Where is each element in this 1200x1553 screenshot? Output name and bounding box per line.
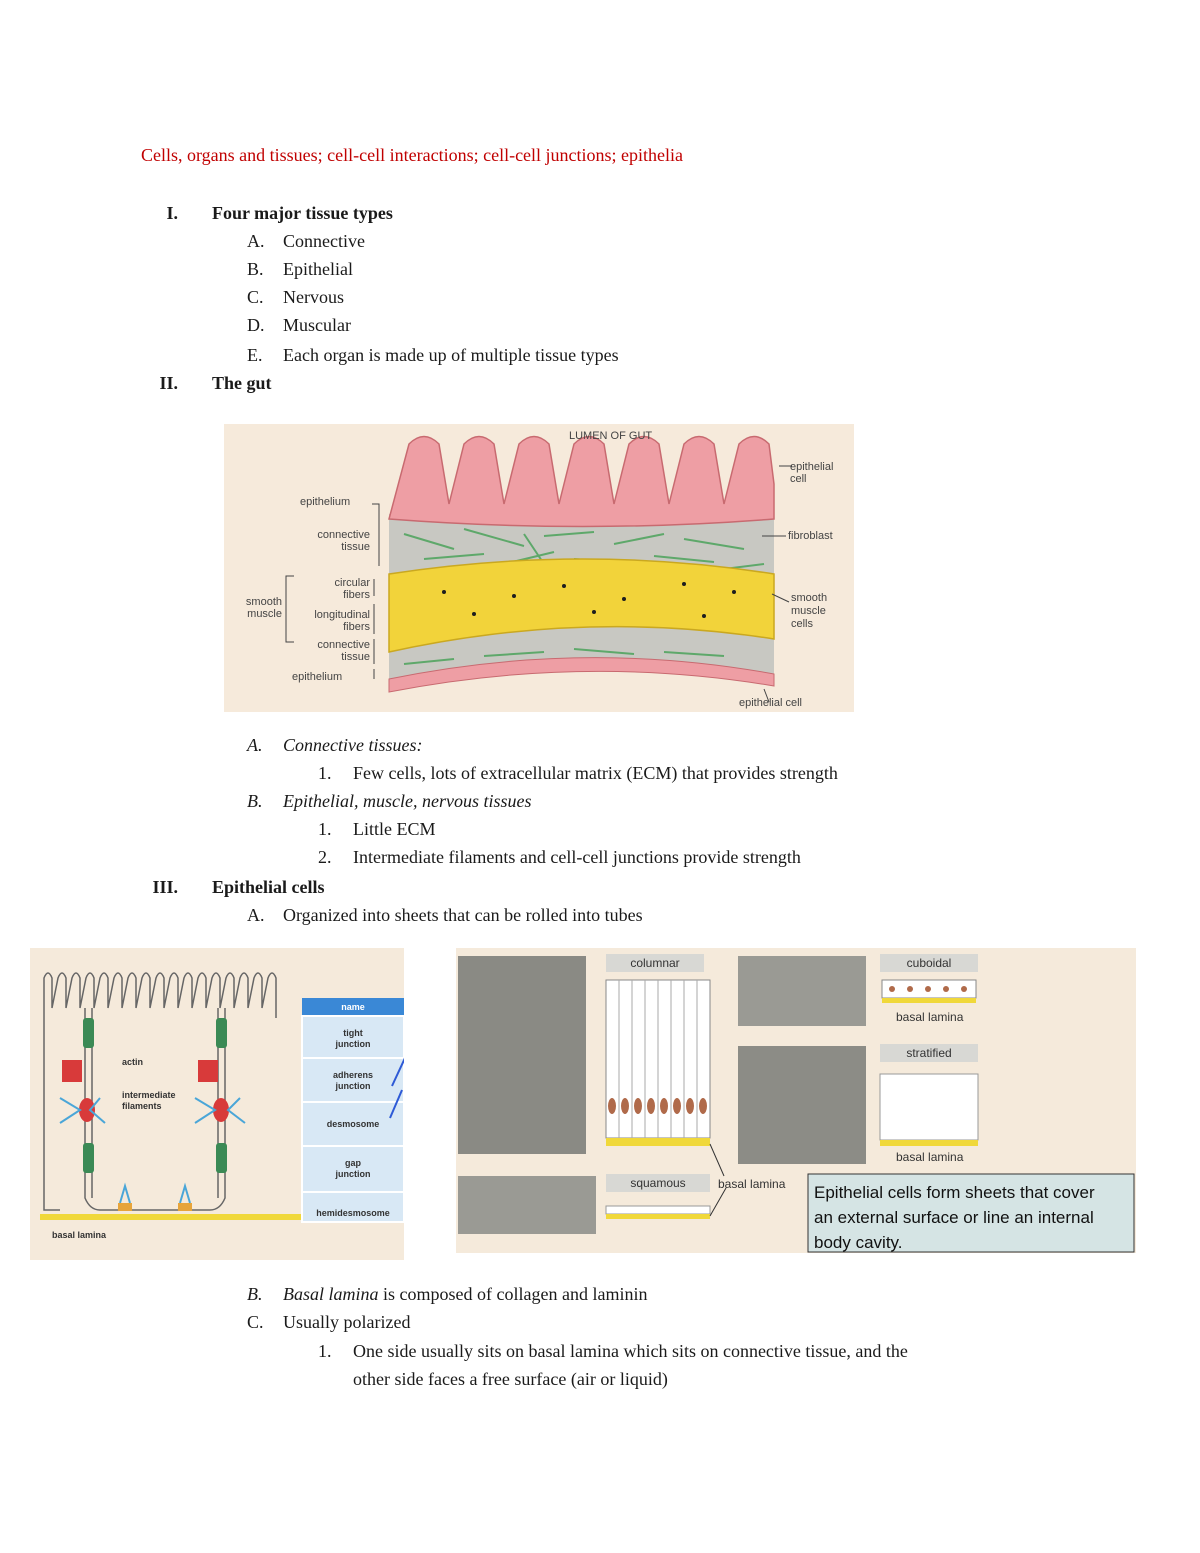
list-item: Connective	[283, 231, 365, 251]
label-squamous: squamous	[630, 1176, 686, 1190]
table-header: name	[341, 1002, 365, 1012]
list-item: Each organ is made up of multiple tissue…	[283, 345, 619, 365]
label-columnar: columnar	[630, 956, 680, 970]
label-actin: actin	[122, 1057, 144, 1067]
gut-diagram	[285, 435, 792, 703]
table-row: hemidesmosome	[316, 1208, 390, 1218]
list-letter: A.	[247, 905, 265, 925]
lumen-label: LUMEN OF GUT	[569, 430, 653, 442]
section-heading: Epithelial cells	[212, 877, 325, 897]
list-letter: B.	[247, 791, 263, 811]
section-heading: The gut	[212, 373, 272, 393]
label-epithelium-top: epithelium	[300, 496, 351, 508]
label-epithelial-cell-bottom: epithelial cell	[739, 697, 802, 709]
epithelial-types-figure: columnar cuboidal basal lamina stratifie…	[456, 948, 1136, 1253]
list-number: 1.	[318, 763, 332, 783]
list-letter: C.	[247, 287, 264, 307]
list-item: Muscular	[283, 315, 351, 335]
epithelial-diagram	[458, 954, 1135, 1253]
list-letter: A.	[247, 735, 263, 755]
list-item: Usually polarized	[283, 1312, 411, 1332]
list-item: One side usually sits on basal lamina wh…	[353, 1341, 908, 1361]
section-numeral: I.	[166, 203, 178, 223]
list-letter: A.	[247, 231, 265, 251]
list-item: Epithelial, muscle, nervous tissues	[283, 791, 532, 811]
list-letter: B.	[247, 259, 264, 279]
list-number: 2.	[318, 847, 332, 867]
list-item: Intermediate filaments and cell-cell jun…	[353, 847, 801, 867]
list-number: 1.	[318, 1341, 332, 1361]
section-numeral: II.	[159, 373, 178, 393]
list-item: Epithelial	[283, 259, 353, 279]
list-item: Organized into sheets that can be rolled…	[283, 905, 643, 925]
label-epithelium-bottom: epithelium	[292, 671, 343, 683]
page-title: Cells, organs and tissues; cell-cell int…	[141, 145, 684, 165]
label-cuboidal: cuboidal	[906, 956, 952, 970]
list-letter: D.	[247, 315, 265, 335]
list-item: Basal lamina is composed of collagen and…	[283, 1284, 648, 1304]
table-row: desmosome	[326, 1119, 380, 1129]
list-letter: E.	[247, 345, 263, 365]
list-item: Connective tissues:	[283, 735, 423, 755]
label-basal-lamina-columnar: basal lamina	[718, 1177, 786, 1191]
list-item: Few cells, lots of extracellular matrix …	[353, 763, 838, 783]
list-item: other side faces a free surface (air or …	[353, 1369, 668, 1389]
section-numeral: III.	[152, 877, 178, 897]
list-item: Little ECM	[353, 819, 436, 839]
list-letter: B.	[247, 1284, 263, 1304]
list-item: Nervous	[283, 287, 344, 307]
junction-diagram	[40, 972, 404, 1223]
label-fibroblast: fibroblast	[788, 530, 833, 542]
label-basal-lamina: basal lamina	[52, 1230, 107, 1240]
label-basal-lamina-stratified: basal lamina	[896, 1150, 964, 1164]
section-heading: Four major tissue types	[212, 203, 393, 223]
list-number: 1.	[318, 819, 332, 839]
label-stratified: stratified	[906, 1046, 952, 1060]
label-basal-lamina-cuboidal: basal lamina	[896, 1010, 964, 1024]
list-letter: C.	[247, 1312, 264, 1332]
